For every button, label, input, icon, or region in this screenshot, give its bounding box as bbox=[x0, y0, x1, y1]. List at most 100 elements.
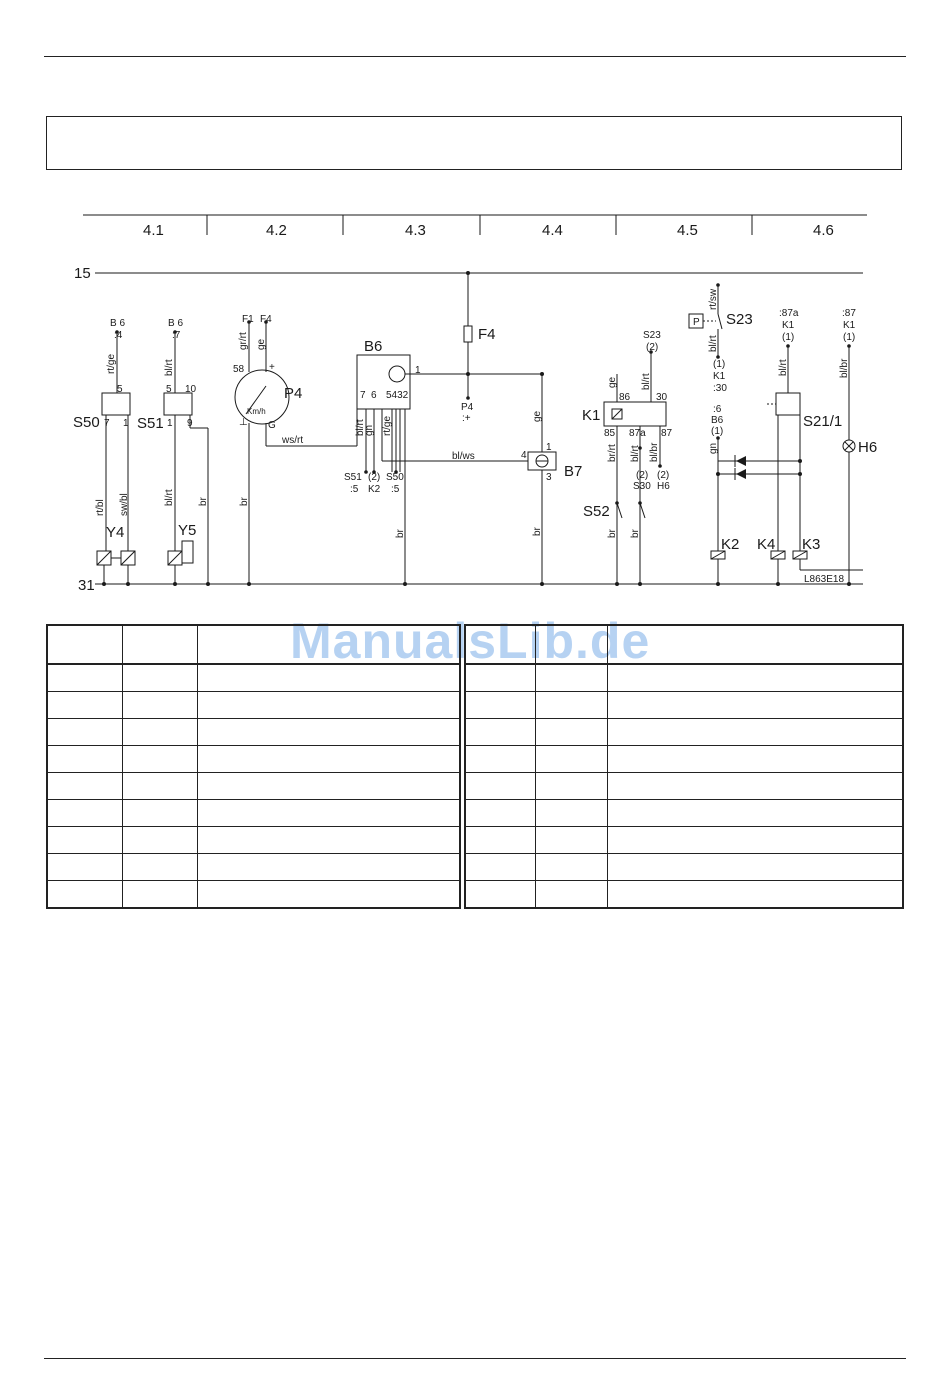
ref-s23: (2) bbox=[646, 342, 658, 353]
wire-label: br bbox=[239, 496, 250, 506]
table-row bbox=[464, 691, 904, 719]
ref-s30: S30 bbox=[633, 481, 651, 492]
wire-label: rt/bl bbox=[95, 499, 106, 516]
title-box bbox=[46, 116, 902, 170]
switch-s51 bbox=[163, 392, 193, 416]
pin: 3 bbox=[546, 472, 552, 483]
table-row bbox=[464, 663, 904, 692]
pin: 1 bbox=[415, 365, 421, 376]
ref-k1-30: K1 bbox=[713, 371, 726, 382]
ref-p4-plus: :+ bbox=[462, 413, 471, 424]
label-y5: Y5 bbox=[178, 522, 196, 539]
ref-k1-30: :30 bbox=[713, 383, 727, 394]
wire-label: bl/rt bbox=[778, 359, 789, 376]
wire-label: br bbox=[532, 526, 543, 536]
label-b6: B6 bbox=[364, 338, 382, 355]
ref-s50: S50 bbox=[386, 472, 404, 483]
ref-p4-plus: P4 bbox=[461, 402, 474, 413]
ruler-label: 4.3 bbox=[405, 222, 426, 239]
ref-k1-30: (1) bbox=[713, 359, 725, 370]
ruler-label: 4.6 bbox=[813, 222, 834, 239]
pin: 9 bbox=[187, 418, 193, 429]
pin: 5432 bbox=[386, 390, 409, 401]
pin: 5 bbox=[166, 384, 172, 395]
ref-k2: K2 bbox=[368, 484, 381, 495]
wire-label: br bbox=[198, 496, 209, 506]
wire-label: bl/br bbox=[839, 358, 850, 378]
pin: 7 bbox=[360, 390, 366, 401]
table-row bbox=[464, 718, 904, 746]
legend-table-right bbox=[464, 624, 904, 909]
label-k4: K4 bbox=[757, 536, 775, 553]
label-b7: B7 bbox=[564, 463, 582, 480]
pin: 87 bbox=[661, 428, 673, 439]
table-row bbox=[464, 799, 904, 827]
ref-h6: (2) bbox=[657, 470, 669, 481]
pin: 1 bbox=[123, 418, 129, 429]
ref-s51: :5 bbox=[350, 484, 359, 495]
pin: 87a bbox=[629, 428, 646, 439]
table-row bbox=[464, 772, 904, 800]
wire-label: rt/sw bbox=[708, 288, 719, 310]
pin: G bbox=[268, 420, 276, 431]
label-k2: K2 bbox=[721, 536, 739, 553]
label-k1: K1 bbox=[582, 407, 600, 424]
ref-f4: F4 bbox=[260, 314, 272, 325]
ruler-label: 4.5 bbox=[677, 222, 698, 239]
ref-k1-87: :87 bbox=[842, 308, 856, 319]
wire-label: bl/rt bbox=[641, 373, 652, 390]
ref-s51: S51 bbox=[344, 472, 362, 483]
bottom-rule bbox=[44, 1358, 906, 1359]
table-row bbox=[464, 880, 904, 909]
diode-2 bbox=[736, 469, 746, 479]
wire-label: bl/rt bbox=[355, 419, 366, 436]
pin: ⊥ bbox=[239, 417, 248, 428]
pin: 6 bbox=[371, 390, 377, 401]
table-row bbox=[46, 691, 461, 719]
ref-k1-87a: K1 bbox=[782, 320, 795, 331]
wire-label: gn bbox=[364, 425, 375, 436]
label-s50: S50 bbox=[73, 414, 100, 431]
ref-b6-4: :4 bbox=[114, 330, 123, 341]
wire-label: sw/bl bbox=[119, 493, 130, 516]
wire-label: bl/ws bbox=[452, 451, 475, 462]
table-row bbox=[464, 826, 904, 854]
wire-label: gn bbox=[708, 443, 719, 454]
ref-b6-7: B 6 bbox=[168, 318, 183, 329]
fuse-f4 bbox=[463, 325, 473, 343]
ruler-label: 4.1 bbox=[143, 222, 164, 239]
wire-label: bl/rt bbox=[164, 489, 175, 506]
wire-label: ws/rt bbox=[281, 435, 303, 446]
speedometer-p4 bbox=[234, 369, 290, 425]
table-row bbox=[464, 745, 904, 773]
label-y4: Y4 bbox=[106, 524, 124, 541]
wire-label: bl/rt bbox=[164, 359, 175, 376]
label-s23: S23 bbox=[726, 311, 753, 328]
table-row bbox=[46, 718, 461, 746]
label-k3: K3 bbox=[802, 536, 820, 553]
wire-label: br bbox=[630, 528, 641, 538]
wire-label: bl/rt bbox=[630, 445, 641, 462]
relay-k1 bbox=[603, 401, 667, 427]
label-f4: F4 bbox=[478, 326, 496, 343]
ref-s23: S23 bbox=[643, 330, 661, 341]
table-row bbox=[46, 745, 461, 773]
table-row bbox=[46, 826, 461, 854]
pin: 1 bbox=[167, 418, 173, 429]
ref-b6-6: :6 bbox=[713, 404, 722, 415]
pin: 10 bbox=[185, 384, 197, 395]
wiring-diagram: 4.1 4.2 4.3 4.4 4.5 4.6 1 5 3 1 S50 S51 P4… bbox=[73, 214, 877, 594]
table-row bbox=[46, 799, 461, 827]
diode-1 bbox=[736, 456, 746, 466]
wire-label: br bbox=[607, 528, 618, 538]
pin: 30 bbox=[656, 392, 668, 403]
legend-table-left bbox=[46, 624, 461, 909]
pin: 7 bbox=[104, 418, 110, 429]
ruler-label: 4.2 bbox=[266, 222, 287, 239]
ref-s50: :5 bbox=[391, 484, 400, 495]
doc-code: L863E18 bbox=[804, 574, 844, 585]
ref-k1-87: K1 bbox=[843, 320, 856, 331]
ruler-label: 4.4 bbox=[542, 222, 563, 239]
switch-s50 bbox=[101, 392, 131, 416]
module-b6 bbox=[356, 354, 411, 410]
